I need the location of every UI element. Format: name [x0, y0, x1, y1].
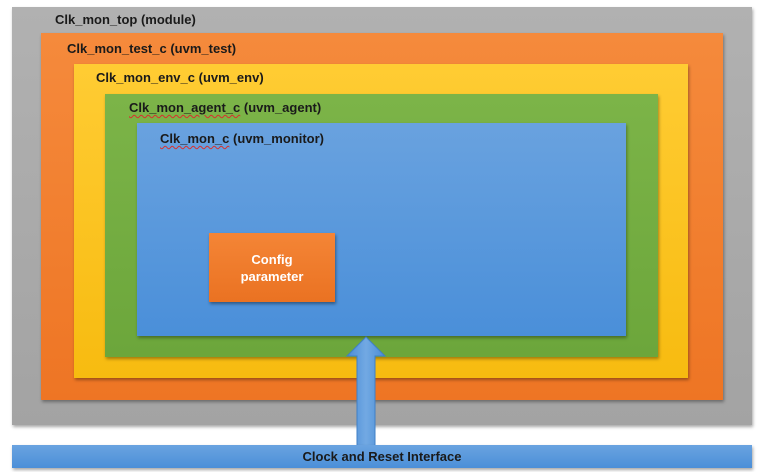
monitor-type: (uvm_monitor) — [233, 131, 324, 146]
test-label: Clk_mon_test_c (uvm_test) — [67, 41, 236, 56]
config-line-2: parameter — [240, 268, 304, 284]
test-type: (uvm_test) — [170, 41, 237, 56]
module-name: Clk_mon_top — [55, 12, 138, 27]
monitor-box: Clk_mon_c (uvm_monitor) — [137, 123, 626, 336]
module-label: Clk_mon_top (module) — [55, 12, 196, 27]
monitor-label: Clk_mon_c (uvm_monitor) — [160, 131, 324, 146]
agent-name: Clk_mon_agent_c — [129, 100, 241, 115]
interface-label: Clock and Reset Interface — [302, 449, 462, 464]
config-line-1: Config — [251, 251, 293, 267]
test-name: Clk_mon_test_c — [67, 41, 167, 56]
module-type: (module) — [140, 12, 196, 27]
clock-reset-interface-bar: Clock and Reset Interface — [12, 445, 752, 468]
env-label: Clk_mon_env_c (uvm_env) — [96, 70, 264, 85]
agent-label: Clk_mon_agent_c (uvm_agent) — [129, 100, 321, 115]
agent-type: (uvm_agent) — [243, 100, 322, 115]
interface-up-arrow — [345, 336, 387, 448]
env-type: (uvm_env) — [198, 70, 264, 85]
config-parameter-box: Config parameter — [209, 233, 335, 302]
monitor-name: Clk_mon_c — [160, 131, 230, 146]
env-name: Clk_mon_env_c — [96, 70, 195, 85]
